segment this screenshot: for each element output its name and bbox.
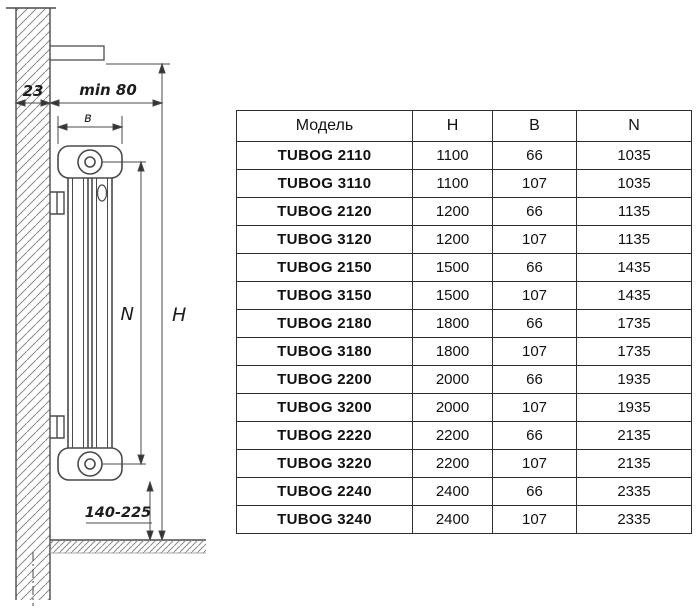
header-h: H — [412, 110, 493, 142]
n-cell: 2335 — [576, 505, 692, 534]
n-cell: 1035 — [576, 141, 692, 170]
wall-section — [6, 7, 56, 600]
top-bracket — [50, 45, 105, 61]
h-cell: 2200 — [412, 449, 493, 478]
wall-brackets — [50, 191, 65, 439]
b-cell: 66 — [492, 253, 577, 282]
model-cell: TUBOG 2110 — [236, 141, 413, 170]
h-cell: 2400 — [412, 505, 493, 534]
h-cell: 1800 — [412, 337, 493, 366]
table-row: TUBOG 2120 1200 66 1135 — [236, 197, 692, 226]
table-row: TUBOG 3180 1800 107 1735 — [236, 337, 692, 366]
b-cell: 66 — [492, 477, 577, 506]
model-cell: TUBOG 3220 — [236, 449, 413, 478]
table-row: TUBOG 3120 1200 107 1135 — [236, 225, 692, 254]
h-cell: 1500 — [412, 253, 493, 282]
table-row: TUBOG 2220 2200 66 2135 — [236, 421, 692, 450]
b-cell: 66 — [492, 365, 577, 394]
b-cell: 107 — [492, 393, 577, 422]
n-cell: 1135 — [576, 197, 692, 226]
header-model: Модель — [236, 110, 413, 142]
h-cell: 1200 — [412, 225, 493, 254]
model-cell: TUBOG 3240 — [236, 505, 413, 534]
header-n: N — [576, 110, 692, 142]
model-cell: TUBOG 2240 — [236, 477, 413, 506]
model-cell: TUBOG 3150 — [236, 281, 413, 310]
b-cell: 66 — [492, 421, 577, 450]
n-cell: 2135 — [576, 421, 692, 450]
n-cell: 1435 — [576, 253, 692, 282]
table-row: TUBOG 2180 1800 66 1735 — [236, 309, 692, 338]
n-cell: 1735 — [576, 337, 692, 366]
model-cell: TUBOG 3180 — [236, 337, 413, 366]
table-row: TUBOG 3150 1500 107 1435 — [236, 281, 692, 310]
n-cell: 1935 — [576, 365, 692, 394]
model-cell: TUBOG 2220 — [236, 421, 413, 450]
b-cell: 66 — [492, 141, 577, 170]
n-cell: 2135 — [576, 449, 692, 478]
b-cell: 107 — [492, 505, 577, 534]
dimension-140-225: 140-225 — [85, 480, 154, 542]
n-cell: 1935 — [576, 393, 692, 422]
n-cell: 1035 — [576, 169, 692, 198]
model-cell: TUBOG 2120 — [236, 197, 413, 226]
models-table: Модель H B N TUBOG 2110 1100 66 1035 TUB… — [236, 110, 692, 534]
b-cell: 66 — [492, 309, 577, 338]
h-cell: 2000 — [412, 393, 493, 422]
dimension-b: в — [56, 111, 124, 144]
models-table-wrap: Модель H B N TUBOG 2110 1100 66 1035 TUB… — [236, 110, 692, 534]
h-cell: 2400 — [412, 477, 493, 506]
table-row: TUBOG 3220 2200 107 2135 — [236, 449, 692, 478]
dimension-23: 23 — [14, 82, 52, 107]
model-cell: TUBOG 3120 — [236, 225, 413, 254]
model-cell: TUBOG 2150 — [236, 253, 413, 282]
dim-b-label: в — [84, 111, 92, 126]
dim-n-label: N — [121, 304, 134, 325]
model-cell: TUBOG 2180 — [236, 309, 413, 338]
table-row: TUBOG 3200 2000 107 1935 — [236, 393, 692, 422]
h-cell: 1100 — [412, 141, 493, 170]
n-cell: 1435 — [576, 281, 692, 310]
dim-h-label: H — [172, 304, 186, 326]
h-cell: 1100 — [412, 169, 493, 198]
h-cell: 2200 — [412, 421, 493, 450]
dim-min80-label: min 80 — [79, 81, 137, 99]
n-cell: 2335 — [576, 477, 692, 506]
h-cell: 1800 — [412, 309, 493, 338]
b-cell: 107 — [492, 169, 577, 198]
model-cell: TUBOG 2200 — [236, 365, 413, 394]
n-cell: 1135 — [576, 225, 692, 254]
b-cell: 107 — [492, 449, 577, 478]
header-b: B — [492, 110, 577, 142]
dim-23-label: 23 — [23, 82, 44, 100]
h-cell: 1200 — [412, 197, 493, 226]
table-row: TUBOG 2200 2000 66 1935 — [236, 365, 692, 394]
floor-section — [32, 539, 206, 606]
dimension-min-80: min 80 — [48, 81, 164, 107]
h-cell: 2000 — [412, 365, 493, 394]
dimension-n: N — [102, 160, 146, 466]
table-row: TUBOG 2240 2400 66 2335 — [236, 477, 692, 506]
table-row: TUBOG 3110 1100 107 1035 — [236, 169, 692, 198]
radiator-technical-drawing: 23 min 80 в N — [6, 7, 206, 606]
b-cell: 107 — [492, 281, 577, 310]
b-cell: 66 — [492, 197, 577, 226]
radiator-body — [57, 145, 123, 481]
table-row: TUBOG 2110 1100 66 1035 — [236, 141, 692, 170]
model-cell: TUBOG 3110 — [236, 169, 413, 198]
table-row: TUBOG 2150 1500 66 1435 — [236, 253, 692, 282]
dim-floor-label: 140-225 — [85, 505, 152, 521]
dimension-h: H — [106, 62, 186, 542]
table-header-row: Модель H B N — [236, 110, 692, 142]
b-cell: 107 — [492, 225, 577, 254]
b-cell: 107 — [492, 337, 577, 366]
model-cell: TUBOG 3200 — [236, 393, 413, 422]
table-row: TUBOG 3240 2400 107 2335 — [236, 505, 692, 534]
h-cell: 1500 — [412, 281, 493, 310]
n-cell: 1735 — [576, 309, 692, 338]
